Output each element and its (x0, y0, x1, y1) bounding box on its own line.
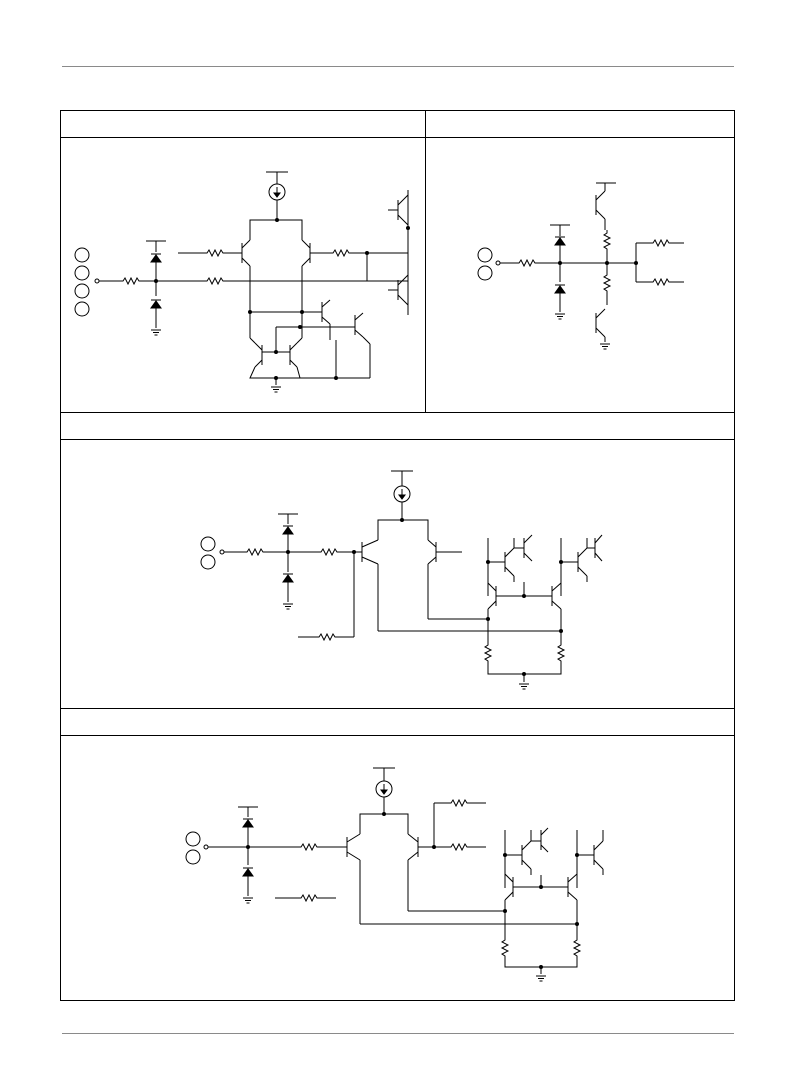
circuit-bottom (185, 767, 604, 982)
circuit-top-left (74, 171, 410, 393)
top-header-divider (60, 137, 735, 138)
middle-header-bottom (60, 439, 735, 440)
circuit-middle (200, 470, 603, 690)
top-column-divider (425, 110, 426, 412)
schematics-table (60, 110, 735, 1001)
bottom-header-top (60, 708, 735, 709)
header-rule (62, 66, 734, 67)
middle-header-top (60, 412, 735, 413)
footer-rule (62, 1033, 734, 1034)
circuit-top-right (477, 182, 684, 350)
bottom-header-bottom (60, 735, 735, 736)
